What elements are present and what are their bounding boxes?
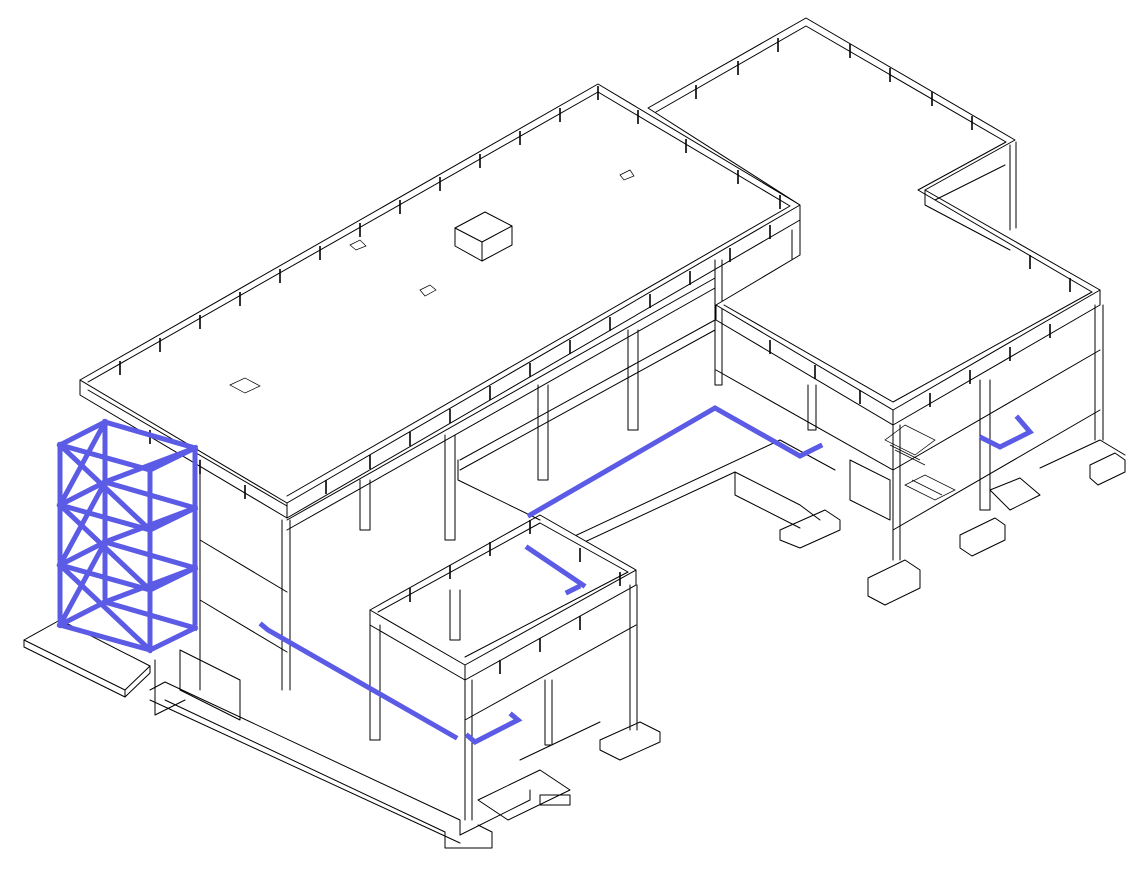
parapet-posts-right bbox=[695, 38, 1071, 407]
tower-brace-b-1 bbox=[101, 504, 199, 546]
tower-brace-a-0 bbox=[56, 441, 154, 534]
tower-beam-3-3 bbox=[56, 621, 154, 654]
stair bbox=[884, 424, 956, 501]
tower-brace-c-2 bbox=[56, 538, 109, 629]
tower-brace-b-2 bbox=[101, 564, 199, 606]
tower-beam-2-0 bbox=[56, 538, 109, 569]
steel-frame-icon[interactable] bbox=[56, 418, 199, 654]
tower-beam-3-2 bbox=[146, 624, 199, 654]
tower-beam-0-1 bbox=[101, 418, 199, 452]
tower-brace-c-1 bbox=[56, 478, 109, 569]
tower-beam-1-0 bbox=[56, 478, 109, 509]
tower-brace-a-2 bbox=[56, 561, 154, 654]
tower-beam-2-3 bbox=[56, 561, 154, 594]
tower-brace-a-1 bbox=[56, 501, 154, 594]
tower-beam-3-1 bbox=[101, 598, 199, 632]
tower-brace-c-0 bbox=[56, 418, 109, 509]
foundation bbox=[23, 439, 1126, 849]
right-wing[interactable] bbox=[647, 17, 1104, 561]
tower-beam-1-1 bbox=[101, 478, 199, 512]
tower-brace-b-0 bbox=[101, 444, 199, 486]
front-wing[interactable] bbox=[154, 459, 638, 821]
roof-hatch-icon bbox=[454, 211, 513, 262]
steel-beams[interactable] bbox=[258, 405, 1034, 745]
tower-beam-0-0 bbox=[56, 418, 109, 449]
tower-beam-0-3 bbox=[56, 441, 154, 474]
parapet-posts-front bbox=[119, 86, 781, 499]
tower-beam-1-3 bbox=[56, 501, 154, 534]
parapet-posts-front-wing bbox=[409, 520, 621, 674]
tower-beam-3-0 bbox=[56, 598, 109, 629]
tower-beam-2-1 bbox=[101, 538, 199, 572]
